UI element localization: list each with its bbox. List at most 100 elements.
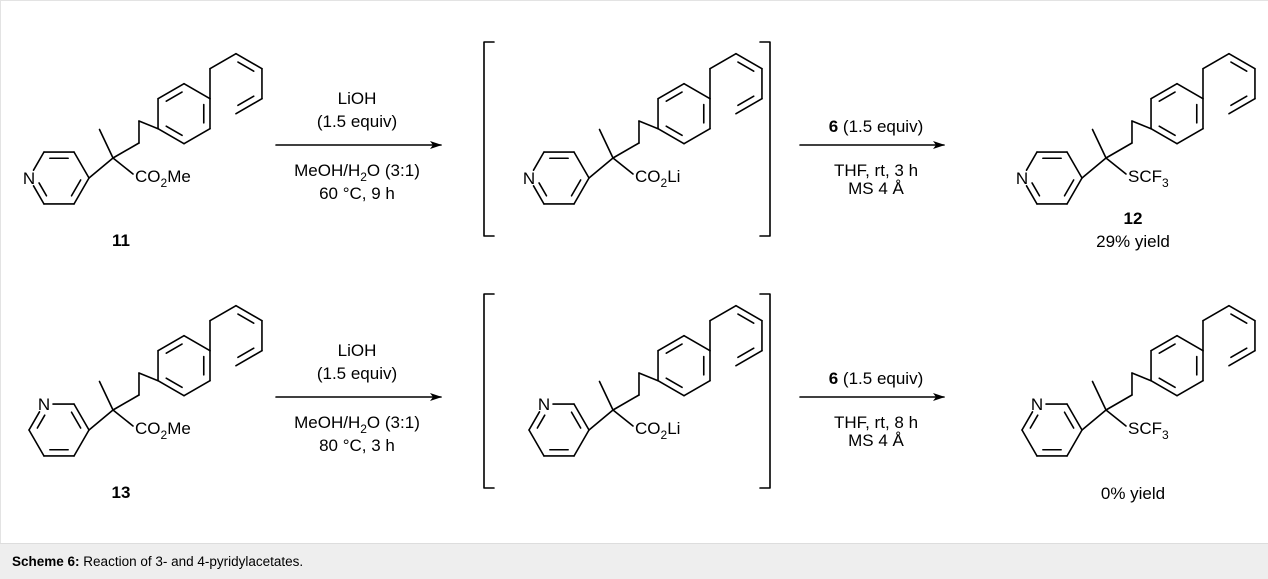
naphthyl-ring	[657, 52, 763, 145]
pyridine-bond	[28, 429, 45, 457]
naphthalene-bond	[657, 82, 685, 100]
naphthalene-bond	[709, 52, 737, 70]
naphthalene-double-bond	[165, 91, 183, 102]
product	[1081, 120, 1152, 179]
starting-material	[88, 372, 159, 431]
reagent-text: 6 (1.5 equiv)	[829, 117, 924, 136]
naphthalene-bond	[1228, 52, 1256, 70]
pyridine-bond	[1021, 411, 1034, 431]
naphthalene-bond	[683, 334, 711, 352]
naphthalene-double-bond	[1230, 61, 1248, 72]
naphthalene-double-bond	[1158, 343, 1176, 354]
product	[1081, 372, 1152, 431]
caption: Scheme 6: Reaction of 3- and 4-pyridylac…	[12, 554, 303, 569]
naphthalene-double-bond	[237, 95, 255, 107]
pyridine-double-bond	[570, 179, 582, 197]
methylene-bond	[112, 394, 140, 411]
pyridine-bond	[73, 403, 90, 431]
pyridine-bond	[532, 151, 545, 172]
caption-bar: Scheme 6: Reaction of 3- and 4-pyridylac…	[0, 543, 1268, 579]
naphthalene-double-bond	[1158, 91, 1176, 102]
methyl-bond	[598, 128, 614, 159]
starting-material	[88, 120, 159, 179]
pyridine-double-bond	[70, 179, 82, 197]
pyridyl-bond	[1081, 157, 1107, 179]
pyridine-bond	[528, 411, 541, 431]
naphthalene-bond	[1228, 349, 1256, 367]
pyridyl-bond	[88, 157, 114, 179]
intermediate	[588, 372, 659, 431]
bracket-left	[483, 41, 495, 237]
naphthalene-bond	[1150, 82, 1178, 100]
aryl-bond	[1131, 120, 1152, 130]
nitrogen-atom-label: N	[1031, 395, 1043, 414]
naphthalene-double-bond	[165, 125, 183, 137]
naphthalene-bond	[1176, 127, 1204, 145]
pyridine-double-bond	[1029, 414, 1039, 429]
naphthalene-double-bond	[737, 95, 755, 107]
functional-group-bond	[1105, 157, 1127, 175]
condition-text: MS 4 Å	[848, 179, 904, 198]
methyl-bond	[1091, 380, 1107, 411]
naphthalene-bond	[235, 304, 263, 322]
functional-group-label: SCF3	[1128, 167, 1169, 190]
pyridine-bond	[1066, 429, 1083, 457]
naphthalene-bond	[709, 304, 737, 322]
naphthalene-bond	[1150, 127, 1178, 145]
methylene-bond	[112, 142, 140, 159]
pyridine-bond	[32, 151, 45, 172]
functional-group-bond	[612, 157, 634, 175]
intermediate	[588, 120, 659, 179]
naphthalene-double-bond	[1230, 347, 1248, 359]
methylene-bond	[612, 142, 640, 159]
pyridine-bond	[1066, 177, 1083, 205]
naphthalene-double-bond	[1158, 377, 1176, 389]
pyridine-bond	[573, 429, 590, 457]
pyridyl-bond	[1081, 409, 1107, 431]
naphthalene-bond	[183, 379, 211, 397]
pyridine-double-bond	[36, 414, 46, 429]
naphthalene-bond	[209, 304, 237, 322]
pyridine-ring	[28, 403, 90, 457]
pyridine-bond	[1066, 151, 1083, 179]
naphthyl-ring	[657, 304, 763, 397]
methyl-bond	[1091, 128, 1107, 159]
pyridyl-bond	[88, 409, 114, 431]
naphthalene-bond	[1150, 334, 1178, 352]
functional-group-bond	[612, 409, 634, 427]
naphthalene-bond	[1150, 379, 1178, 397]
compound-number: 12	[1124, 209, 1143, 228]
naphthyl-ring	[1150, 52, 1256, 145]
naphthalene-bond	[1176, 379, 1204, 397]
naphthalene-double-bond	[737, 313, 755, 324]
solvent-text: MeOH/H2O (3:1)	[294, 413, 420, 436]
naphthalene-double-bond	[237, 313, 255, 324]
aryl-bond	[638, 372, 659, 382]
naphthalene-bond	[157, 379, 185, 397]
nitrogen-atom-label: N	[38, 395, 50, 414]
caption-text: Reaction of 3- and 4-pyridylacetates.	[79, 554, 304, 569]
solvent-text: MeOH/H2O (3:1)	[294, 161, 420, 184]
naphthalene-bond	[235, 349, 263, 367]
nitrogen-atom-label: N	[523, 169, 535, 188]
pyridine-double-bond	[38, 182, 48, 197]
naphthalene-bond	[183, 82, 211, 100]
naphthalene-bond	[657, 379, 685, 397]
functional-group-bond	[1105, 409, 1127, 427]
pyridine-bond	[1066, 403, 1083, 431]
pyridine-double-bond	[536, 414, 546, 429]
naphthalene-bond	[157, 82, 185, 100]
pyridine-ring	[32, 151, 90, 205]
naphthalene-double-bond	[1230, 313, 1248, 324]
pyridine-double-bond	[1031, 182, 1041, 197]
pyridine-bond	[73, 429, 90, 457]
pyridine-bond	[573, 403, 590, 431]
naphthalene-bond	[183, 127, 211, 145]
yield-text: 29% yield	[1096, 232, 1170, 251]
figure-border	[0, 0, 1268, 543]
naphthalene-bond	[1228, 304, 1256, 322]
pyridine-bond	[528, 429, 545, 457]
naphthalene-bond	[1176, 82, 1204, 100]
functional-group-bond	[112, 409, 134, 427]
